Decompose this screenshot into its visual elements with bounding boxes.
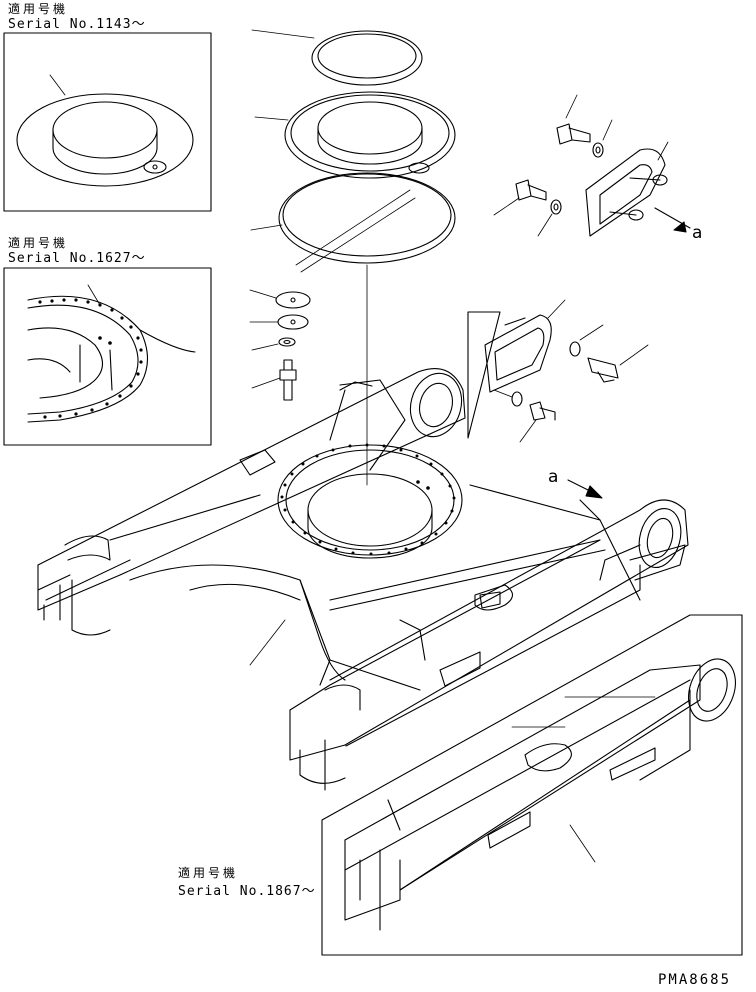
drawing-code: PMA8685: [658, 972, 732, 988]
bracket-upper: [585, 141, 691, 237]
bracket-lower: [467, 299, 566, 439]
bolt-mid-2: [519, 401, 556, 443]
washer-mid-2: [493, 389, 523, 407]
plate-icon: [143, 160, 167, 174]
cover-plate: [254, 91, 456, 179]
seal-ring: [251, 29, 423, 86]
washer-upper-2: [537, 199, 562, 237]
bolt-upper-2: [493, 179, 547, 216]
inset-1867: [321, 614, 743, 956]
washer-upper-1: [592, 119, 613, 158]
inset-1-applicability: 適用号機: [8, 2, 69, 16]
inset-1-serial: Serial No.1143～: [8, 17, 146, 32]
inset-3-applicability: 適用号機: [178, 866, 239, 880]
bolt-mid: [587, 344, 649, 383]
bolt: [251, 359, 297, 401]
o-ring: [250, 172, 456, 264]
bolt-upper-1: [556, 94, 591, 145]
shim-plate-2: [249, 314, 309, 330]
inset-1143: [3, 32, 212, 212]
washer: [251, 337, 296, 351]
shim-plate: [249, 289, 311, 309]
washer-mid: [569, 324, 604, 357]
view-marker-callout: a: [548, 467, 560, 487]
inset-2-serial: Serial No.1627～: [8, 251, 146, 266]
inset-3-serial: Serial No.1867～: [178, 884, 316, 899]
track-frame: [37, 368, 689, 791]
inset-2-applicability: 適用号機: [8, 236, 69, 250]
inset-1627: [3, 267, 212, 446]
view-marker: a: [692, 223, 704, 243]
handle-icon-main: [439, 651, 481, 687]
handle-icon: [609, 747, 656, 781]
